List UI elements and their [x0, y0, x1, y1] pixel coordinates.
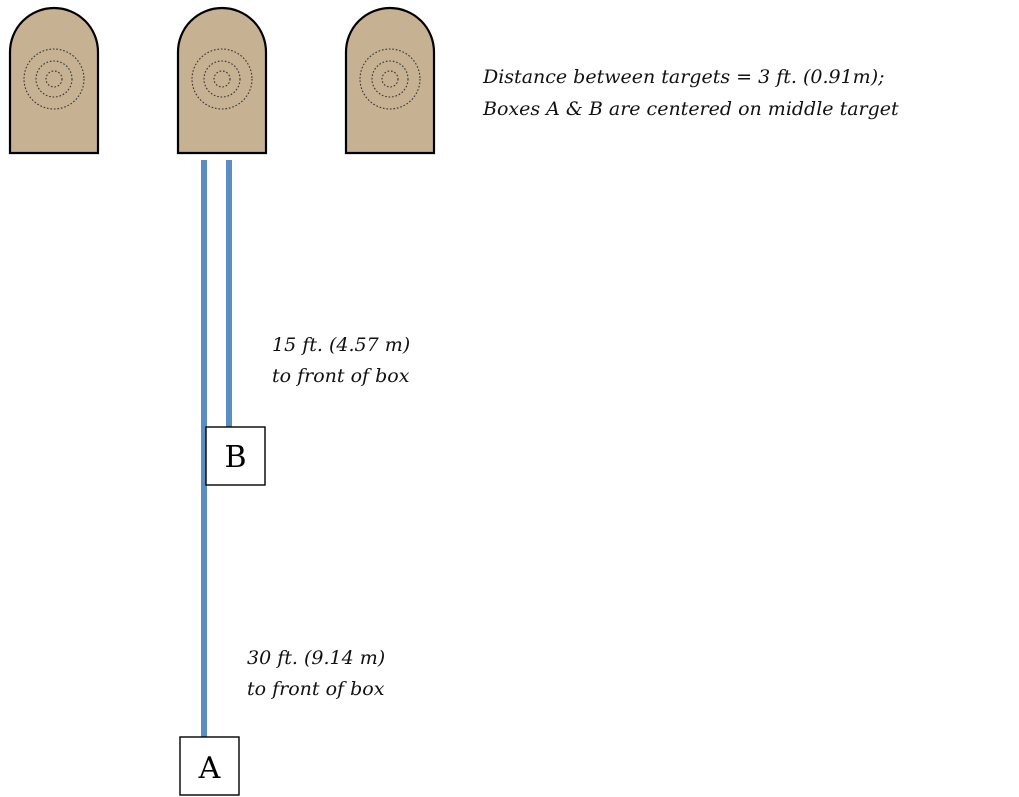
target-right-body	[344, 6, 436, 155]
box-b-distance-line2: to front of box	[272, 365, 410, 387]
box-a-letter: A	[198, 751, 221, 786]
box-a-outline	[179, 736, 240, 796]
target-left	[8, 6, 100, 155]
target-spacing-note: Distance between targets = 3 ft. (0.91m)…	[482, 66, 899, 120]
box-b-outline	[205, 426, 266, 486]
target-right	[344, 6, 436, 155]
box-b: B	[205, 426, 266, 486]
target-middle	[176, 6, 268, 155]
box-a: A	[179, 736, 240, 796]
target-middle-rings	[191, 48, 253, 110]
target-left-body	[8, 6, 100, 155]
target-right-rings	[359, 48, 421, 110]
target-middle-body	[176, 6, 268, 155]
box-a-distance-label: 30 ft. (9.14 m) to front of box	[247, 647, 385, 700]
box-b-distance-label: 15 ft. (4.57 m) to front of box	[272, 334, 410, 387]
target-spacing-note-line2: Boxes A & B are centered on middle targe…	[482, 98, 899, 120]
box-a-distance-line2: to front of box	[247, 678, 385, 700]
box-b-letter: B	[224, 440, 246, 475]
box-b-distance-line1: 15 ft. (4.57 m)	[272, 334, 410, 356]
box-a-distance-line1: 30 ft. (9.14 m)	[247, 647, 385, 669]
target-left-rings	[23, 48, 85, 110]
target-spacing-note-line1: Distance between targets = 3 ft. (0.91m)…	[482, 66, 885, 88]
